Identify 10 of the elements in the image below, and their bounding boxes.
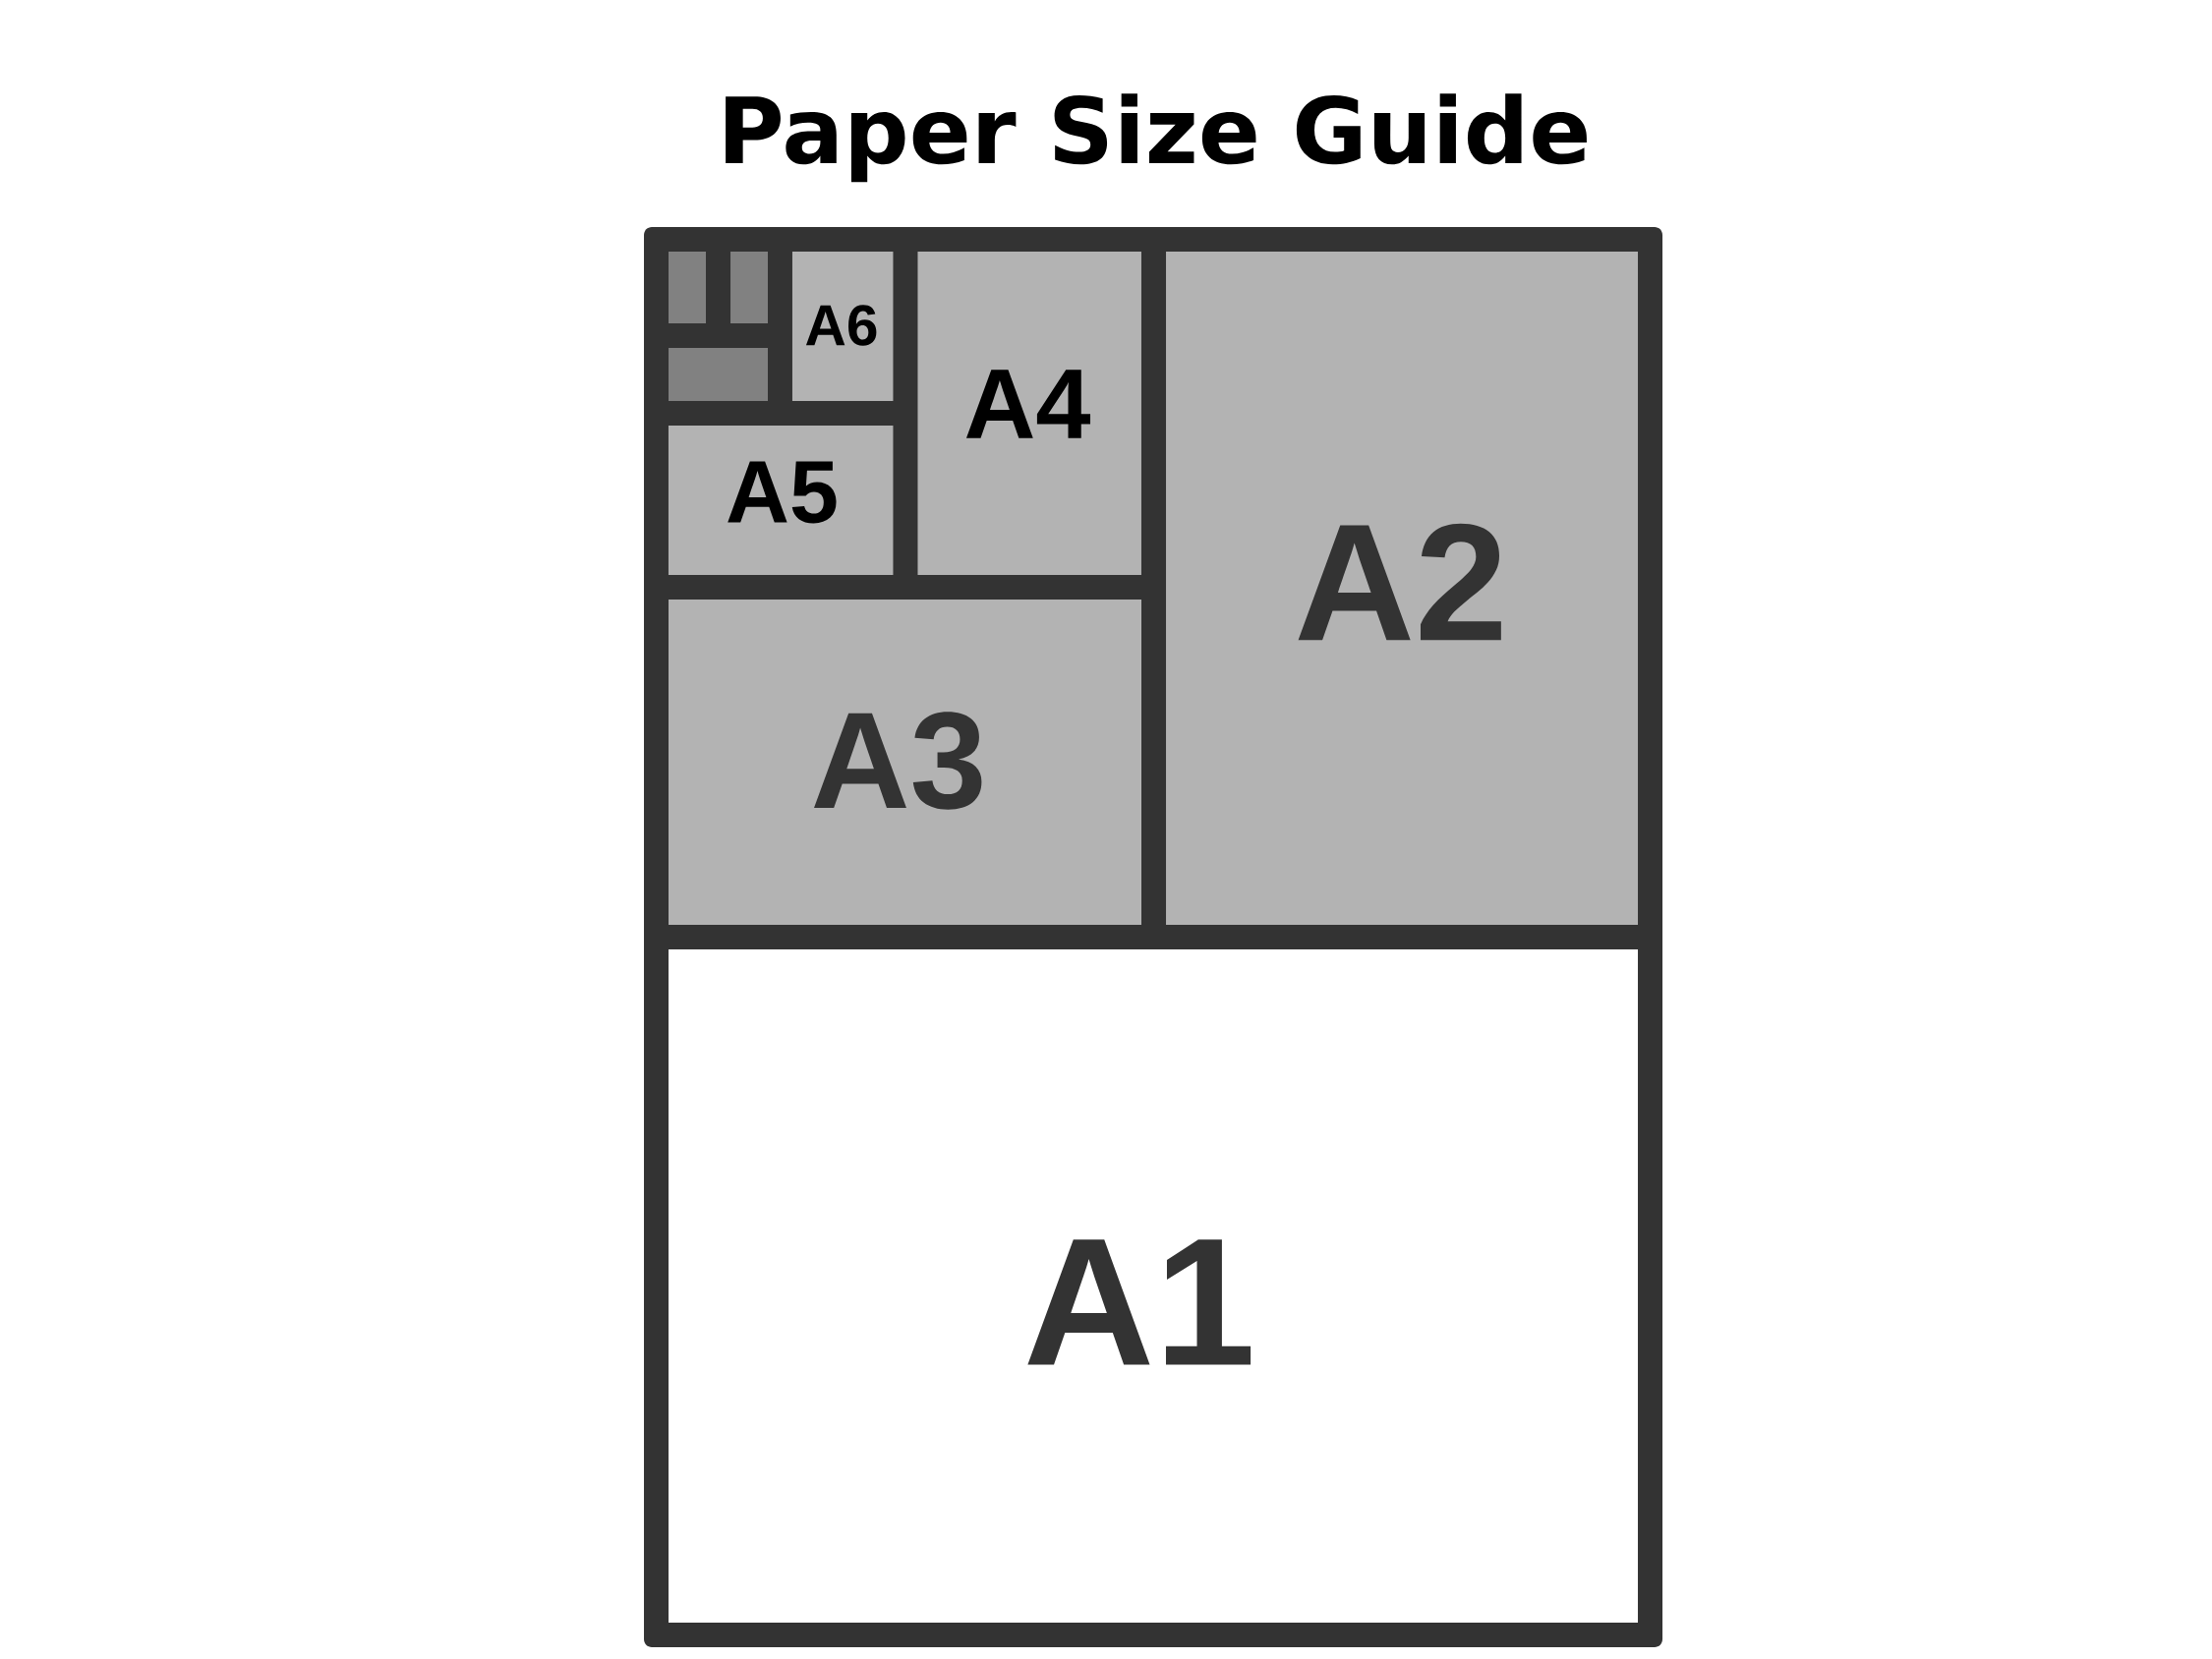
title: Paper Size Guide bbox=[726, 93, 1587, 183]
paper-sheet bbox=[730, 252, 768, 323]
size-label: A3 bbox=[814, 712, 982, 810]
size-label: A5 bbox=[728, 461, 837, 524]
size-label: A1 bbox=[1027, 1239, 1252, 1365]
size-label: A2 bbox=[1298, 523, 1501, 641]
size-label: A4 bbox=[965, 370, 1090, 438]
paper-sheet bbox=[669, 252, 706, 323]
paper-sheet bbox=[669, 348, 768, 401]
size-label: A6 bbox=[805, 305, 877, 346]
